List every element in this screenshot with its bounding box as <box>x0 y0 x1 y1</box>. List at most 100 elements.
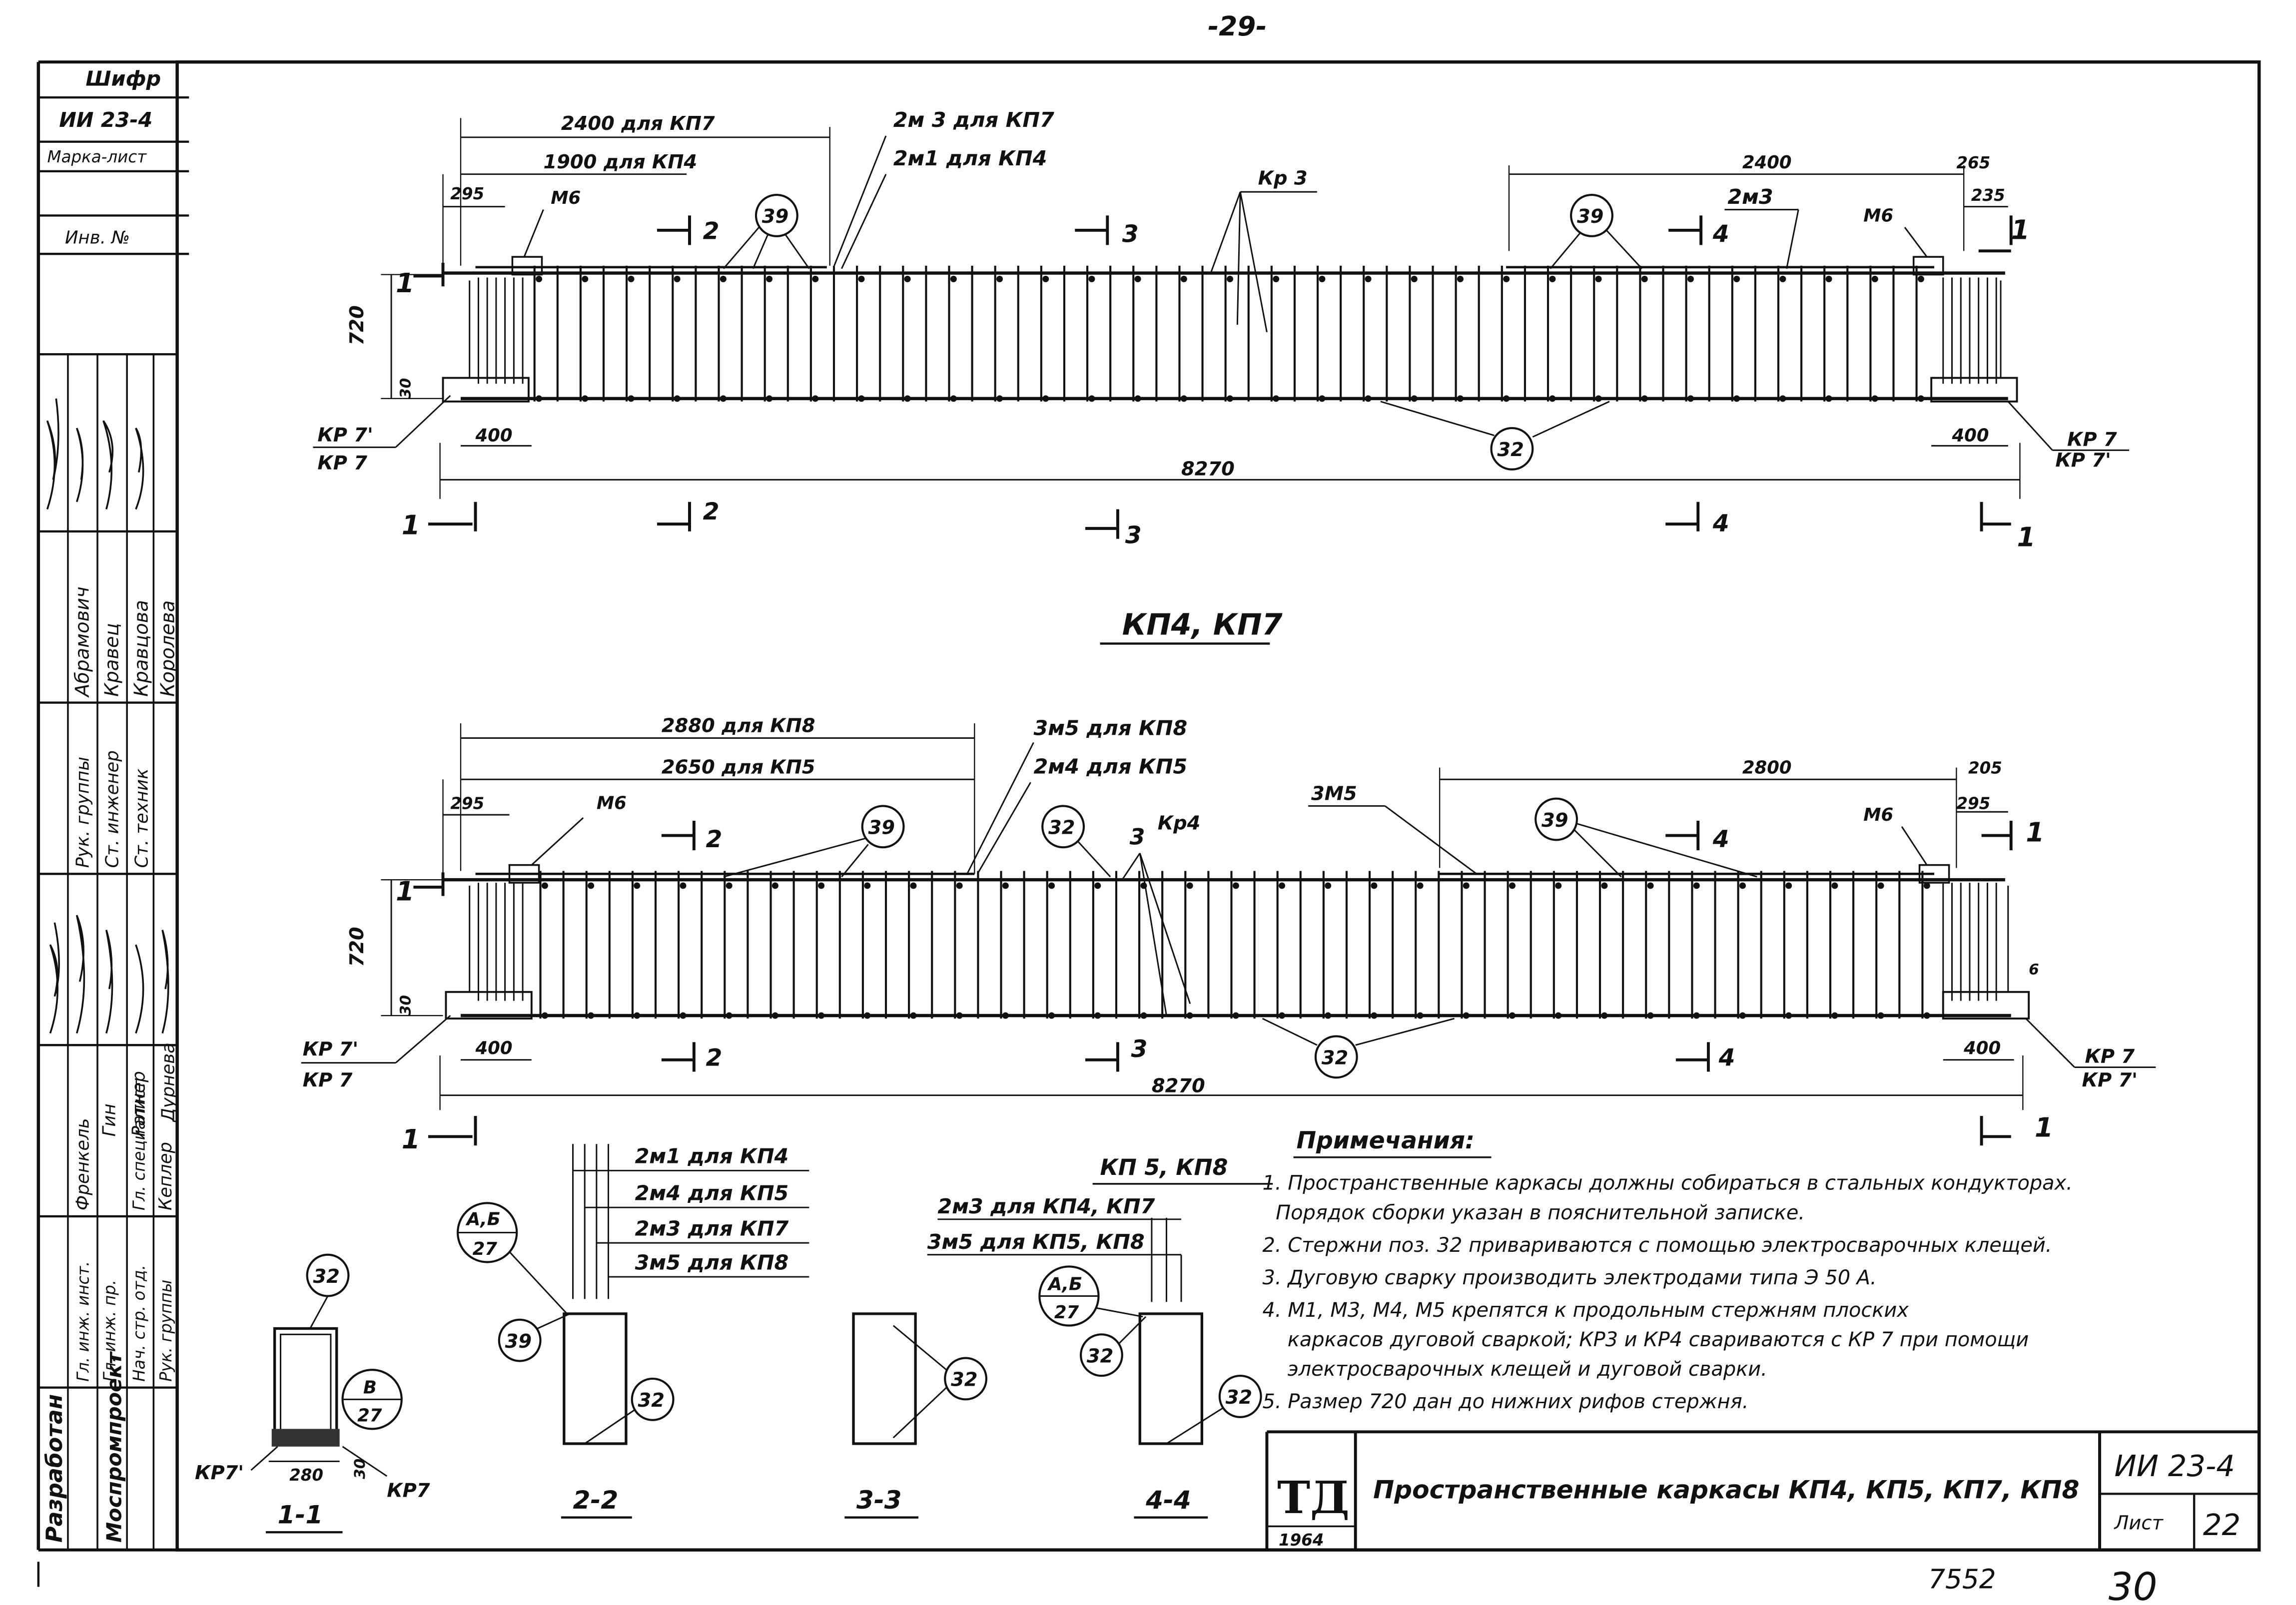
weld-dot <box>1733 275 1740 282</box>
dim-295-right: 295 <box>1956 794 1990 813</box>
m6-right: М6 <box>1863 205 1893 226</box>
weld-dot <box>812 395 819 402</box>
list22-3: 3м5 для КП8 <box>635 1250 789 1274</box>
weld-dot <box>858 275 865 282</box>
weld-dot <box>818 882 825 889</box>
note-1b: Порядок сборки указан в пояснительной за… <box>1276 1201 1805 1224</box>
position-2: Гл. инж. пр. <box>100 1280 119 1382</box>
weld-dot <box>1733 395 1740 402</box>
sec-3-bottom: 3 <box>1125 522 1142 549</box>
note-4c: электросварочных клещей и дуговой сварки… <box>1288 1358 1767 1381</box>
weld-dot <box>1279 882 1286 889</box>
weld-dot <box>910 1012 917 1019</box>
weld-dot <box>634 882 641 889</box>
callout-32-section-3-3: 32 <box>951 1369 977 1391</box>
stirrups-frame-1 <box>477 265 1997 402</box>
dim-400-right-2: 400 <box>1963 1038 2001 1059</box>
weld-dot <box>1325 1012 1332 1019</box>
weld-dot <box>1503 275 1510 282</box>
weld-dot <box>1457 275 1464 282</box>
name-koroleva: Королева <box>157 600 179 697</box>
dim-right-small: 265 <box>1956 153 1990 172</box>
weld-dot <box>1687 275 1694 282</box>
frame-1: 2400 для КП7 1900 для КП4 2м 3 для КП7 2… <box>313 108 2130 552</box>
weld-dot <box>1785 882 1792 889</box>
weld-dot <box>1831 1012 1838 1019</box>
weld-dot <box>1365 275 1372 282</box>
dim-295-left: 295 <box>450 794 484 813</box>
weld-dot <box>1693 1012 1700 1019</box>
weld-dot <box>1279 1012 1286 1019</box>
weld-dot <box>864 882 871 889</box>
callout-39-right-label: 39 <box>1577 205 1603 228</box>
m6-left: М6 <box>551 188 581 208</box>
weld-dot <box>720 395 727 402</box>
weld-dot <box>771 1012 778 1019</box>
weld-dot <box>1457 395 1464 402</box>
weld-dot <box>1739 882 1746 889</box>
weld-dot <box>812 275 819 282</box>
list22-0: 2м1 для КП4 <box>635 1144 789 1168</box>
weld-dot <box>904 395 911 402</box>
weld-dot <box>1917 395 1924 402</box>
notes-title: Примечания: <box>1296 1127 1475 1154</box>
callout-32-frame-2 <box>1314 1035 1358 1079</box>
position-5: Рук. группы <box>156 1280 175 1382</box>
sec-1-top-right: 1 <box>2011 215 2030 246</box>
weld-dot <box>1002 1012 1009 1019</box>
weld-dot <box>1094 882 1101 889</box>
dim-kp4: 1900 для КП4 <box>543 151 697 173</box>
weld-dot <box>582 275 589 282</box>
ref-27-b: 27 <box>357 1406 382 1426</box>
handwritten-number: 30 <box>2109 1565 2158 1605</box>
callout-39-left-label: 39 <box>762 205 788 228</box>
dim-400-right: 400 <box>1952 426 1989 446</box>
sec-2-top: 2 <box>703 218 720 245</box>
dim-right: 2400 <box>1742 152 1792 173</box>
weld-dot <box>766 395 773 402</box>
bar-kp7: 2м 3 для КП7 <box>893 108 1054 132</box>
section-label-4-4: 4-4 <box>1145 1485 1191 1515</box>
weld-dot <box>1825 275 1832 282</box>
bar-2m3: 2м3 <box>1727 185 1773 209</box>
weld-dot <box>1871 395 1878 402</box>
weld-dot <box>1509 1012 1516 1019</box>
sec-1-top-left: 1 <box>396 268 414 299</box>
weld-dot <box>950 275 957 282</box>
weld-dot <box>1549 275 1556 282</box>
position-7: Ст. инженер <box>102 750 122 868</box>
weld-dot <box>1273 395 1280 402</box>
dim-30-2: 30 <box>397 995 414 1016</box>
weld-dot <box>726 882 733 889</box>
kr3-label: Кр 3 <box>1258 167 1308 189</box>
weld-dot <box>1687 395 1694 402</box>
callout-39-right-2-label: 39 <box>1541 809 1568 832</box>
callout-39-right-2 <box>1534 797 1578 841</box>
callout-32-mid-2 <box>1041 805 1085 849</box>
name-frenkel: Френкель <box>72 1118 93 1210</box>
position-1: Гл. инж. инст. <box>73 1261 92 1382</box>
org-name: Моспромпроект <box>102 1351 126 1543</box>
stirrups-frame-2 <box>477 871 1997 1019</box>
weld-dot <box>1641 395 1648 402</box>
weld-dot <box>1002 882 1009 889</box>
callout-32-mid-2-label: 32 <box>1048 817 1075 839</box>
weld-dot <box>1549 395 1556 402</box>
weld-dot <box>1411 395 1418 402</box>
kp5-kp8-label: КП 5, КП8 <box>1100 1155 1228 1180</box>
weld-dot <box>1325 882 1332 889</box>
weld-dot <box>1463 882 1470 889</box>
list22-1: 2м4 для КП5 <box>635 1181 789 1205</box>
ref-27-44: 27 <box>1054 1302 1079 1323</box>
drawing-frame <box>36 60 2261 1587</box>
dim-295: 295 <box>450 184 484 203</box>
sec-1-bottom-right: 1 <box>2017 522 2036 552</box>
weld-dot <box>771 882 778 889</box>
weld-dot <box>1779 395 1786 402</box>
position-4: Гл. специалист <box>130 1080 149 1211</box>
kr7p-right: КР 7' <box>2055 449 2111 472</box>
section-3-3: 32 3-3 <box>844 1312 988 1519</box>
weld-dot <box>720 275 727 282</box>
weld-dot <box>956 882 963 889</box>
weld-dot <box>1917 275 1924 282</box>
